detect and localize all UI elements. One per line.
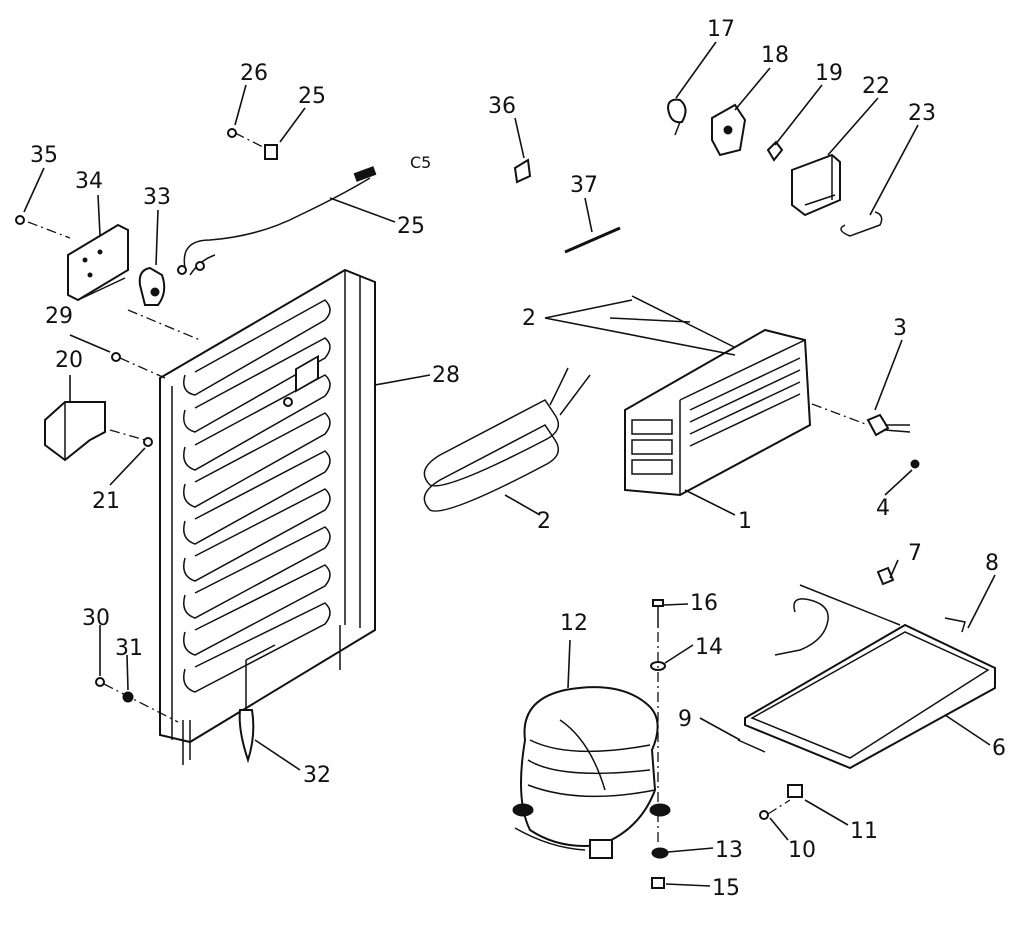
label-2-upper: 2 — [522, 306, 536, 331]
tube-clip — [840, 211, 883, 237]
bracket-26 — [264, 144, 278, 160]
dryer — [238, 644, 276, 764]
label-34: 34 — [75, 169, 103, 194]
label-15: 15 — [712, 876, 740, 901]
sleeve-15 — [651, 877, 665, 889]
label-16: 16 — [690, 591, 718, 616]
tubing-straight — [609, 295, 741, 351]
label-c5: C5 — [410, 153, 431, 172]
label-32: 32 — [303, 763, 331, 788]
label-20: 20 — [55, 348, 83, 373]
label-29: 29 — [45, 304, 73, 329]
label-4: 4 — [876, 496, 890, 521]
capacitor-clip — [766, 140, 784, 162]
leader-lines — [23, 41, 996, 887]
label-33: 33 — [143, 185, 171, 210]
bracket-20 — [44, 401, 106, 462]
control-box — [791, 153, 841, 217]
screw-21 — [143, 437, 153, 447]
label-2-lower: 2 — [537, 509, 551, 534]
label-13: 13 — [715, 838, 743, 863]
label-9: 9 — [678, 707, 692, 732]
label-1: 1 — [738, 509, 752, 534]
bolt-16 — [652, 599, 664, 628]
motor-bracket — [67, 223, 129, 302]
wire-harness — [177, 166, 377, 276]
clip-36 — [513, 158, 532, 184]
label-31: 31 — [115, 636, 143, 661]
back-panel-evaporator — [159, 268, 376, 765]
label-19: 19 — [815, 61, 843, 86]
label-3: 3 — [893, 316, 907, 341]
compressor — [512, 686, 671, 859]
clip-7 — [876, 566, 895, 586]
label-27: 26 — [240, 61, 268, 86]
screw-35 — [15, 215, 25, 225]
label-23: 23 — [908, 101, 936, 126]
condenser — [624, 328, 812, 497]
label-14: 14 — [695, 635, 723, 660]
label-21: 21 — [92, 489, 120, 514]
label-6: 6 — [992, 736, 1006, 761]
label-18: 18 — [761, 43, 789, 68]
callout-labels: 26 25 35 34 33 C5 25 29 20 28 21 30 31 3… — [30, 17, 1006, 901]
grommet-13 — [651, 847, 669, 859]
label-25: 25 — [397, 214, 425, 239]
label-17: 17 — [707, 17, 735, 42]
tube-9 — [737, 739, 766, 753]
label-30: 30 — [82, 606, 110, 631]
screw-30 — [95, 677, 105, 687]
label-28: 28 — [432, 363, 460, 388]
label-8: 8 — [985, 551, 999, 576]
screw-29 — [111, 352, 121, 362]
tubing-coil — [423, 367, 591, 512]
relay — [711, 103, 747, 157]
drip-pan — [744, 584, 996, 770]
label-7: 7 — [908, 541, 922, 566]
label-35: 35 — [30, 143, 58, 168]
screw-10 — [759, 810, 769, 820]
clip-11 — [787, 784, 803, 798]
label-36: 36 — [488, 94, 516, 119]
label-10: 10 — [788, 838, 816, 863]
label-26: 25 — [298, 84, 326, 109]
tube-37 — [564, 226, 621, 254]
label-37: 37 — [570, 173, 598, 198]
label-22: 22 — [862, 74, 890, 99]
screw-4 — [910, 459, 920, 469]
overload-cap — [666, 98, 687, 136]
label-12: 12 — [560, 611, 588, 636]
connector-3 — [866, 413, 911, 437]
bracket-8 — [944, 617, 966, 633]
screw-27 — [227, 128, 237, 138]
label-11: 11 — [850, 819, 878, 844]
fan-motor — [138, 266, 166, 306]
